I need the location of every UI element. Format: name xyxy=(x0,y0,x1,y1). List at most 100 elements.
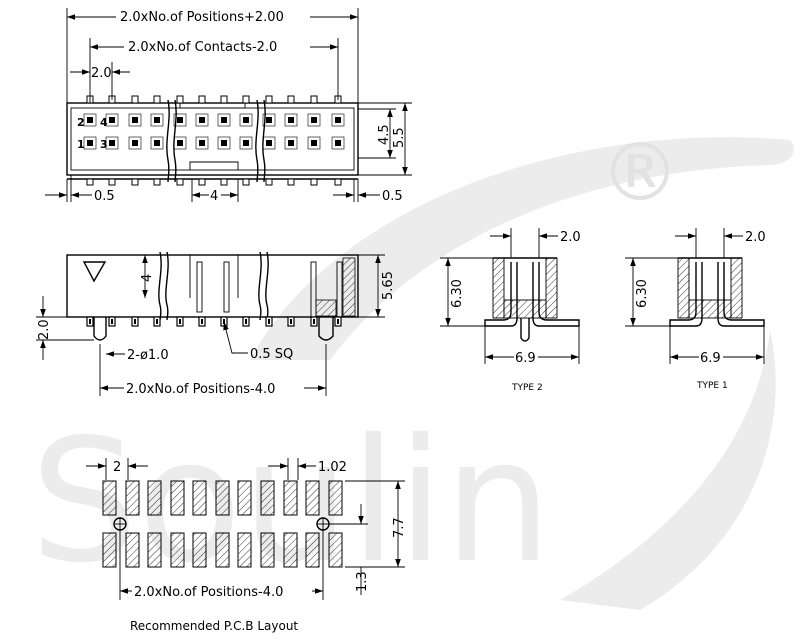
pin-outline xyxy=(173,113,187,127)
pin-square xyxy=(199,117,205,123)
pin-outline xyxy=(83,113,97,127)
pin-square xyxy=(311,140,317,146)
dim-contacts-length: 2.0xNo.of Contacts-2.0 xyxy=(128,40,277,55)
pcb-pad xyxy=(328,532,343,568)
pin-square xyxy=(266,117,272,123)
pin-tip xyxy=(131,95,139,104)
pin-outline xyxy=(105,136,119,150)
pin-tip xyxy=(220,95,228,104)
pin-outline xyxy=(128,136,142,150)
pin-outline xyxy=(195,136,209,150)
pin-square xyxy=(288,117,294,123)
pcb-pad xyxy=(237,532,252,568)
pin-outline xyxy=(331,136,345,150)
pin-square xyxy=(311,117,317,123)
pin-core xyxy=(134,319,136,324)
pin-square xyxy=(335,117,341,123)
pcb-pad xyxy=(283,532,298,568)
pcb-pad xyxy=(283,480,298,516)
dim-outer-height: 5.5 xyxy=(392,127,407,148)
pin-outline xyxy=(105,113,119,127)
pin-square xyxy=(132,117,138,123)
pin-core xyxy=(156,319,158,324)
pin-square xyxy=(177,117,183,123)
pin-square xyxy=(335,140,341,146)
dim-overall-length: 2.0xNo.of Positions+2.00 xyxy=(120,10,284,25)
pin-square xyxy=(221,117,227,123)
pin-core xyxy=(179,319,181,324)
bottom-pin-tips xyxy=(86,178,342,186)
pin-square xyxy=(221,140,227,146)
side-pin-legs xyxy=(86,316,342,327)
pcb-pad xyxy=(260,480,275,516)
pin-tip xyxy=(265,95,273,104)
pin-square xyxy=(199,140,205,146)
pin-outline xyxy=(217,136,231,150)
pin-tip xyxy=(198,178,206,186)
pin-square xyxy=(243,140,249,146)
dim-key-height: 4 xyxy=(140,274,155,282)
pin-tip xyxy=(108,178,116,186)
pin-square xyxy=(154,140,160,146)
registered-mark-icon: ® xyxy=(600,126,680,219)
pin-outline xyxy=(262,136,276,150)
pcb-pad xyxy=(147,480,162,516)
pin-core xyxy=(245,319,247,324)
pin-square xyxy=(87,117,93,123)
pin-square xyxy=(154,117,160,123)
pin-square xyxy=(109,140,115,146)
type1-dim-height: 6.30 xyxy=(635,279,650,308)
pcb-pad xyxy=(147,532,162,568)
pin-core xyxy=(337,319,339,324)
type1-label: TYPE 1 xyxy=(696,381,728,391)
pin-core xyxy=(290,319,292,324)
dim-standoff: 2.0 xyxy=(37,319,52,340)
pin-tip xyxy=(310,178,318,186)
dim-pitch: 2.0 xyxy=(91,66,112,81)
pin-tip xyxy=(287,178,295,186)
pin-outline xyxy=(284,113,298,127)
pcb-pads xyxy=(102,480,343,568)
pin-outline xyxy=(239,113,253,127)
pin-outline xyxy=(307,113,321,127)
pin-tip xyxy=(287,95,295,104)
type2-label: TYPE 2 xyxy=(511,383,543,393)
pin-core xyxy=(201,319,203,324)
pcb-pad xyxy=(125,532,140,568)
pcb-dim-span: 2.0xNo.of Positions-4.0 xyxy=(134,585,283,600)
dim-offset-left: 0.5 xyxy=(94,189,115,204)
pcb-dim-pad-width: 1.02 xyxy=(318,460,347,475)
type1-dim-pitch: 2.0 xyxy=(745,230,766,245)
pin-outline xyxy=(173,136,187,150)
pin-square xyxy=(109,117,115,123)
pin-square xyxy=(266,140,272,146)
top-view: 2 4 1 3 2.0xNo.of Positions+2.00 2.0xNo.… xyxy=(45,8,412,204)
pcb-pad xyxy=(170,480,185,516)
pin-outline xyxy=(128,113,142,127)
dim-offset-right: 0.5 xyxy=(382,189,403,204)
pin-tip xyxy=(265,178,273,186)
pcb-pad xyxy=(125,480,140,516)
pin-tip xyxy=(198,95,206,104)
pin-tip xyxy=(176,178,184,186)
pin-tip xyxy=(220,178,228,186)
type1-dim-width: 6.9 xyxy=(700,351,721,366)
pin-tip xyxy=(153,95,161,104)
top-pin-tips xyxy=(86,95,342,104)
pin-core xyxy=(223,319,225,324)
dim-body-height: 5.65 xyxy=(381,271,396,300)
pin-outline xyxy=(150,113,164,127)
pin-outline xyxy=(239,136,253,150)
type1-view: 2.0 6.30 6.9 TYPE 1 xyxy=(625,228,766,391)
pin-tip xyxy=(131,178,139,186)
dim-key-width: 4 xyxy=(210,189,218,204)
dim-inner-height: 4.5 xyxy=(377,124,392,145)
pcb-dim-hole-offset: 1.3 xyxy=(355,571,370,592)
pcb-dim-row-span: 7.7 xyxy=(392,517,407,538)
pcb-pad xyxy=(237,480,252,516)
pcb-pad xyxy=(215,480,230,516)
pcb-pad xyxy=(215,532,230,568)
pin-tip xyxy=(153,178,161,186)
watermark: Soulin ® xyxy=(30,126,794,610)
